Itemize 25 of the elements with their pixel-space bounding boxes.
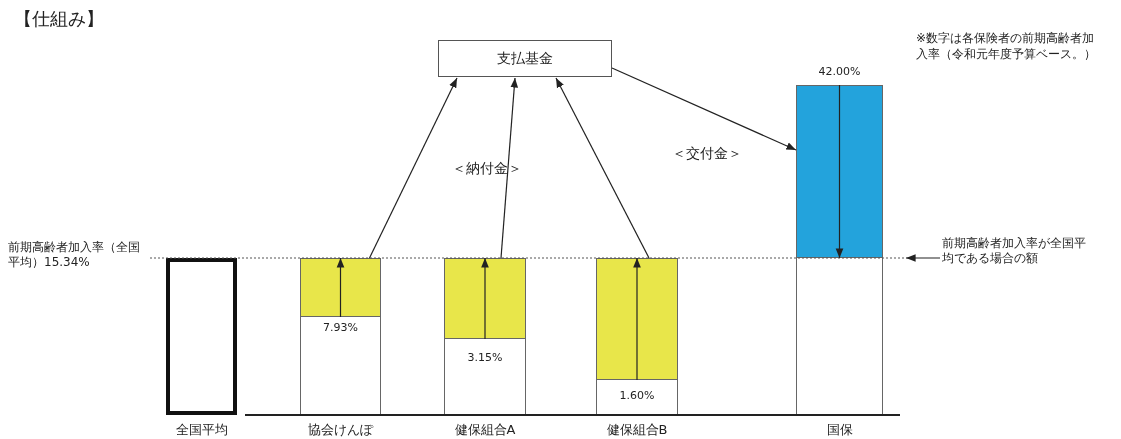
value-label: 42.00%	[817, 64, 862, 79]
bar-segment	[300, 258, 381, 317]
category-label: 協会けんぽ	[307, 422, 375, 437]
bar-segment	[444, 258, 526, 339]
category-label: 国保	[825, 422, 854, 437]
arrow	[368, 77, 458, 259]
value-label: 7.93%	[322, 320, 359, 335]
amount-label: ＜納付金＞	[452, 161, 522, 176]
arrow	[555, 77, 650, 259]
bar-segment	[796, 85, 883, 258]
note-text: ※数字は各保険者の前期高齢者加入率（令和元年度予算ベース。）	[916, 30, 1097, 62]
value-label: 1.60%	[618, 388, 656, 403]
section-title: 【仕組み】	[14, 8, 104, 30]
callout-text: 前期高齢者加入率が全国平均である場合の額	[942, 236, 1092, 266]
category-label: 全国平均	[174, 422, 229, 437]
value-label: 3.15%	[466, 350, 504, 365]
arrow	[500, 77, 519, 259]
category-label: 健保組合A	[453, 422, 517, 437]
amount-label: ＜交付金＞	[672, 146, 742, 161]
fund-box: 支払基金	[438, 40, 612, 77]
category-label: 健保組合B	[605, 422, 669, 437]
arrow	[611, 67, 797, 151]
bar-segment	[596, 258, 678, 380]
reference-label: 前期高齢者加入率（全国平均）15.34%	[8, 240, 141, 270]
leader-arrow	[905, 254, 941, 262]
